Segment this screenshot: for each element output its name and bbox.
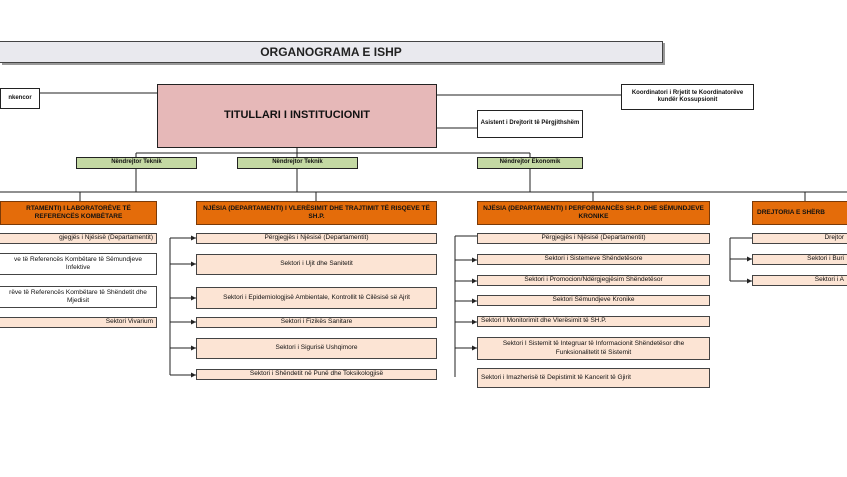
sector-item: Sektori i Buri	[752, 254, 847, 265]
deputy-economic: Nëndrejtor Ekonomik	[477, 157, 583, 169]
sector-item: Sektori i Sistemeve Shëndetësore	[477, 254, 710, 265]
sector-item: Drejtor	[752, 233, 847, 244]
deputy-technical-2: Nëndrejtor Teknik	[237, 157, 358, 169]
sector-item: Sektori i A	[752, 275, 847, 286]
dept-risk-assessment: NJËSIA (DEPARTAMENTI) I VLERËSIMIT DHE T…	[196, 201, 437, 225]
sector-item: Sektori I Sistemit të Integruar të Infor…	[477, 337, 710, 360]
dept-reference-laboratories: RTAMENTI) I LABORATORËVE TË REFERENCËS K…	[0, 201, 157, 225]
dept-services-directorate: DREJTORIA E SHËRB	[752, 201, 847, 225]
dept-performance-chronic: NJËSIA (DEPARTAMENTI) I PERFORMANCËS SH.…	[477, 201, 710, 225]
sector-item: Sektori Sëmundjeve Kronike	[477, 295, 710, 306]
sector-item: Përgjegjës i Njësisë (Departamentit)	[196, 233, 437, 244]
sector-item: Sektori I Monitorimit dhe Vlerësimit të …	[477, 316, 710, 327]
sector-item: Sektori i Fizikës Sanitare	[196, 317, 437, 328]
sector-item: Sektori i Epidemiologjisë Ambientale, Ko…	[196, 287, 437, 309]
left-truncated-box: nkencor	[0, 88, 40, 109]
sector-item: Sektori i Ujit dhe Sanitetit	[196, 254, 437, 275]
sector-item: gjegjës i Njësisë (Departamentit)	[0, 233, 157, 244]
anti-corruption-coordinator-box: Koordinatori i Rrjetit te Koordinatorëve…	[621, 84, 754, 110]
sector-item: Përgjegjës i Njësisë (Departamentit)	[477, 233, 710, 244]
deputy-technical-1: Nëndrejtor Teknik	[76, 157, 197, 169]
sector-item: Sektori i Promocion/Ndërgjegjësim Shënde…	[477, 275, 710, 286]
director-assistant-box: Asistent i Drejtorit të Përgjithshëm	[477, 110, 583, 138]
sector-item: ve të Referencës Kombëtare të Sëmundjeve…	[0, 253, 157, 275]
sector-item: Sektori i Shëndetit në Punë dhe Toksikol…	[196, 369, 437, 380]
head-of-institution-box: TITULLARI I INSTITUCIONIT	[157, 84, 437, 148]
sector-item: Sektori i Imazherisë të Depistimit të Ka…	[477, 368, 710, 388]
page-title: ORGANOGRAMA E ISHP	[0, 41, 663, 63]
sector-item: Sektori Vivarium	[0, 317, 157, 328]
sector-item: Sektori i Sigurisë Ushqimore	[196, 338, 437, 359]
sector-item: rëve të Referencës Kombëtare të Shëndeti…	[0, 286, 157, 308]
